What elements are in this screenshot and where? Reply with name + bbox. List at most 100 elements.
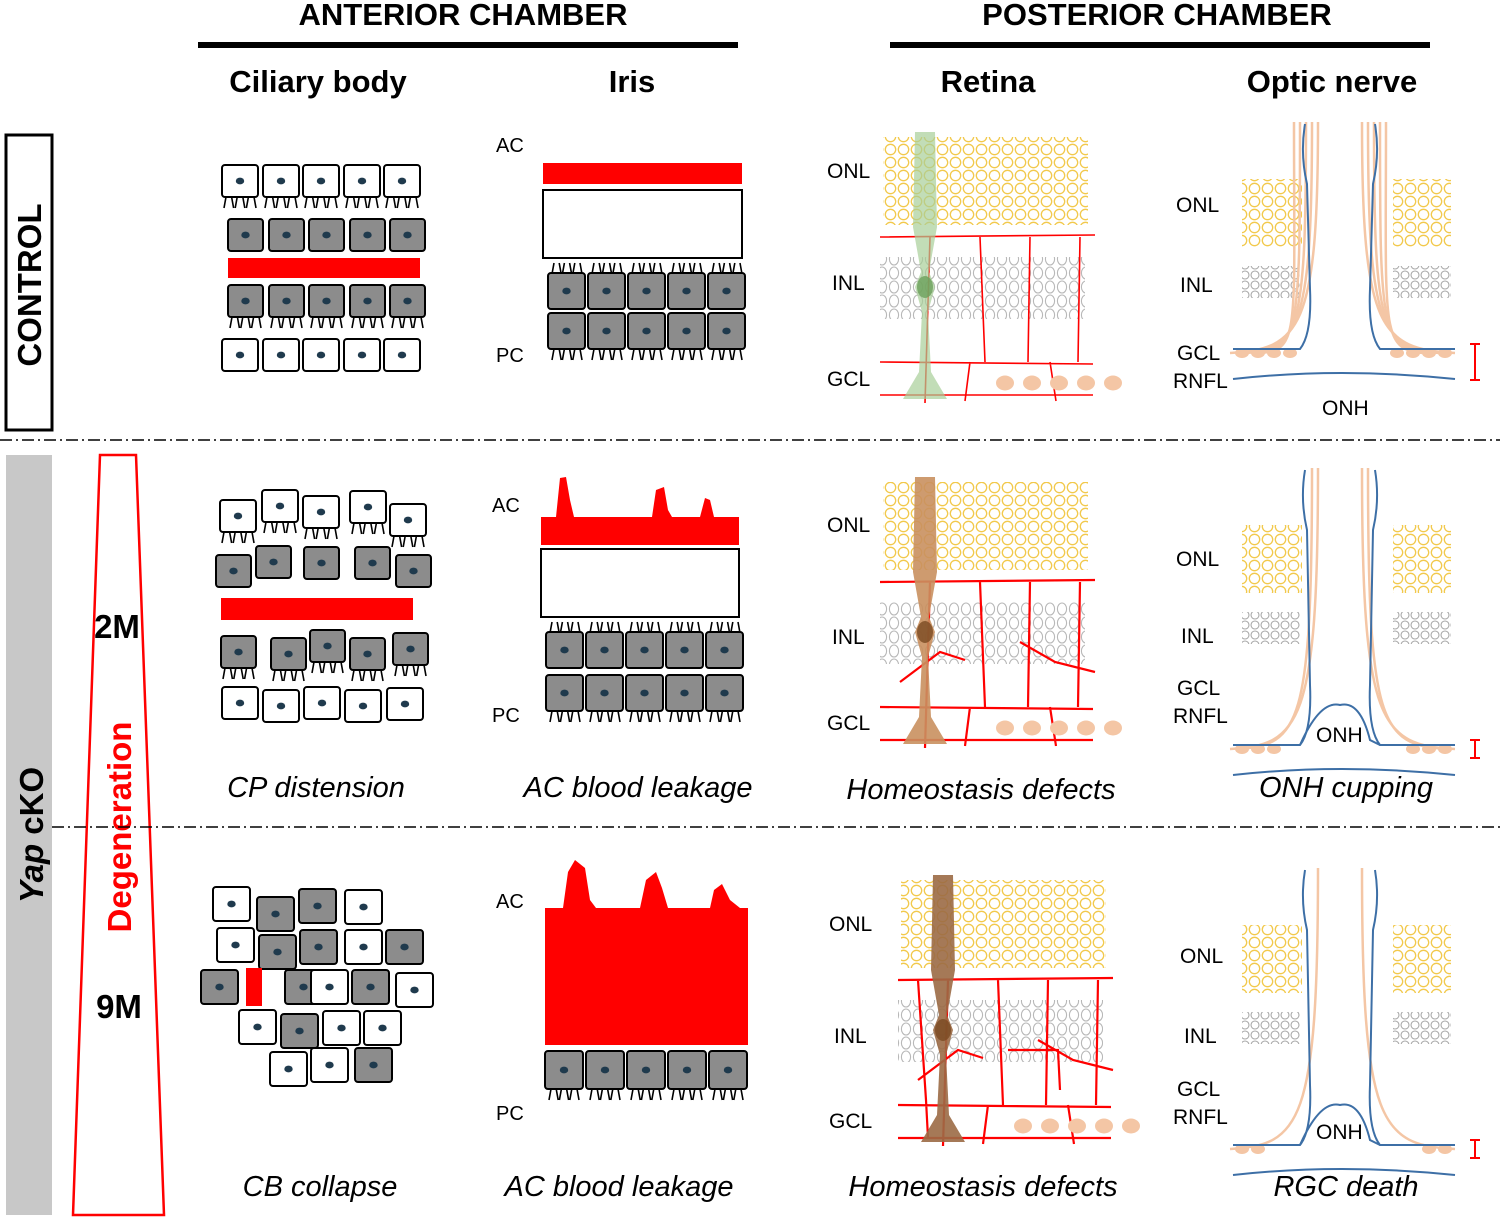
anterior-chamber-title: ANTERIOR CHAMBER	[299, 0, 628, 32]
cell-nucleus	[325, 1061, 334, 1069]
caption-ac-blood-leakage-9m: AC blood leakage	[503, 1171, 734, 1203]
cell-nucleus	[316, 351, 326, 359]
cell-nucleus	[229, 567, 238, 575]
optic-nerve-control: ONL INL GCL RNFL ONH	[1173, 121, 1480, 420]
iris-pc-label: PC	[492, 705, 520, 727]
cell-nucleus	[722, 327, 731, 335]
cell-villi	[591, 348, 623, 361]
rgc-body	[1422, 348, 1436, 358]
cell-nucleus	[363, 297, 372, 305]
cell-villi	[631, 348, 663, 361]
ganglion-cell	[996, 720, 1014, 736]
cell-nucleus	[363, 231, 372, 239]
cell-nucleus	[325, 983, 334, 991]
cell-nucleus	[323, 642, 332, 650]
cell-nucleus	[313, 902, 322, 910]
cell-villi	[351, 316, 384, 329]
ganglion-cell	[1023, 375, 1041, 391]
cell-nucleus	[337, 1024, 346, 1032]
optic-onl-label: ONL	[1176, 194, 1219, 217]
cell-nucleus	[317, 699, 327, 707]
rgc-axon	[1229, 467, 1320, 751]
cell-nucleus	[284, 650, 293, 658]
cell-villi	[709, 621, 741, 634]
optic-nerve-9m: ONL INL GCL RNFL ONH	[1173, 867, 1480, 1176]
cell-villi	[631, 262, 663, 275]
caption-ac-blood-leakage-2m: AC blood leakage	[522, 772, 753, 804]
cell-villi	[549, 621, 581, 634]
ganglion-cell	[1122, 1118, 1140, 1134]
cell-villi	[669, 621, 701, 634]
cell-nucleus	[368, 559, 377, 567]
iris-blood-barrier	[543, 163, 742, 184]
onl-photoreceptor-layer	[1393, 925, 1451, 993]
cell-nucleus	[314, 943, 323, 951]
rgc-body	[1390, 348, 1404, 358]
cell-nucleus	[600, 1066, 610, 1074]
cell-nucleus	[271, 910, 280, 918]
rgc-axon	[1366, 467, 1448, 751]
cell-nucleus	[227, 900, 236, 908]
retina-inl-label: INL	[832, 272, 865, 295]
cell-nucleus	[275, 502, 285, 510]
row-label-yap-cko: Yap cKO	[6, 455, 52, 1215]
cell-nucleus	[403, 231, 412, 239]
onl-photoreceptor-layer	[1242, 179, 1302, 247]
retina-onl-label: ONL	[827, 514, 870, 537]
rgc-body	[1438, 1144, 1452, 1154]
cell-nucleus	[316, 177, 326, 185]
cell-nucleus	[241, 297, 250, 305]
iris-ac-label: AC	[496, 891, 524, 913]
optic-onl-label: ONL	[1176, 548, 1219, 571]
cell-villi	[709, 710, 741, 723]
cell-villi	[270, 316, 303, 329]
cell-villi	[712, 1088, 744, 1101]
nerve-boundary	[1368, 869, 1455, 1146]
optic-gcl-label: GCL	[1177, 342, 1220, 365]
muller-glia-cell	[903, 132, 947, 399]
cell-villi	[385, 196, 419, 209]
rgc-body	[1251, 1144, 1265, 1154]
rgc-body	[1438, 744, 1452, 754]
cell-nucleus	[680, 689, 689, 697]
cell-nucleus	[357, 351, 367, 359]
inl-nuclear-layer	[1393, 266, 1451, 298]
iris-blood-leakage	[541, 477, 739, 545]
rgc-body	[1251, 744, 1265, 754]
ciliary-blood-vessel	[246, 968, 262, 1006]
rgc-body	[1406, 744, 1420, 754]
cell-nucleus	[284, 1065, 293, 1073]
cell-villi	[272, 669, 305, 682]
optic-inl-label: INL	[1181, 625, 1214, 648]
cell-villi	[589, 710, 621, 723]
column-title-iris: Iris	[609, 64, 656, 99]
rgc-body	[1438, 348, 1452, 358]
cell-villi	[589, 621, 621, 634]
cell-nucleus	[403, 297, 412, 305]
retina-9m: ONL INL GCL	[829, 875, 1140, 1147]
onl-photoreceptor-layer	[1393, 179, 1451, 247]
cell-nucleus	[403, 516, 413, 524]
iris-2m: AC PC	[492, 477, 744, 727]
optic-onl-label: ONL	[1180, 945, 1223, 968]
cell-villi	[630, 1088, 662, 1101]
cell-nucleus	[400, 943, 409, 951]
optic-rnfl-label: RNFL	[1173, 1106, 1228, 1129]
cell-nucleus	[640, 689, 649, 697]
retina-onl-label: ONL	[827, 160, 870, 183]
cell-nucleus	[369, 1061, 378, 1069]
retina-gcl-label: GCL	[827, 712, 870, 735]
ganglion-cell	[1068, 1118, 1086, 1134]
cell-villi	[223, 196, 257, 209]
ganglion-cell	[1077, 720, 1095, 736]
caption-rgc-death: RGC death	[1273, 1171, 1418, 1203]
cell-villi	[222, 667, 255, 680]
cell-nucleus	[720, 646, 729, 654]
retina-control: ONL INL GCL	[827, 132, 1122, 404]
timepoint-9m: 9M	[96, 988, 142, 1025]
cell-villi	[391, 535, 425, 548]
cell-villi	[669, 710, 701, 723]
rgc-body	[1267, 744, 1281, 754]
muller-glia-cell	[903, 477, 947, 744]
caption-onh-cupping: ONH cupping	[1259, 772, 1433, 804]
